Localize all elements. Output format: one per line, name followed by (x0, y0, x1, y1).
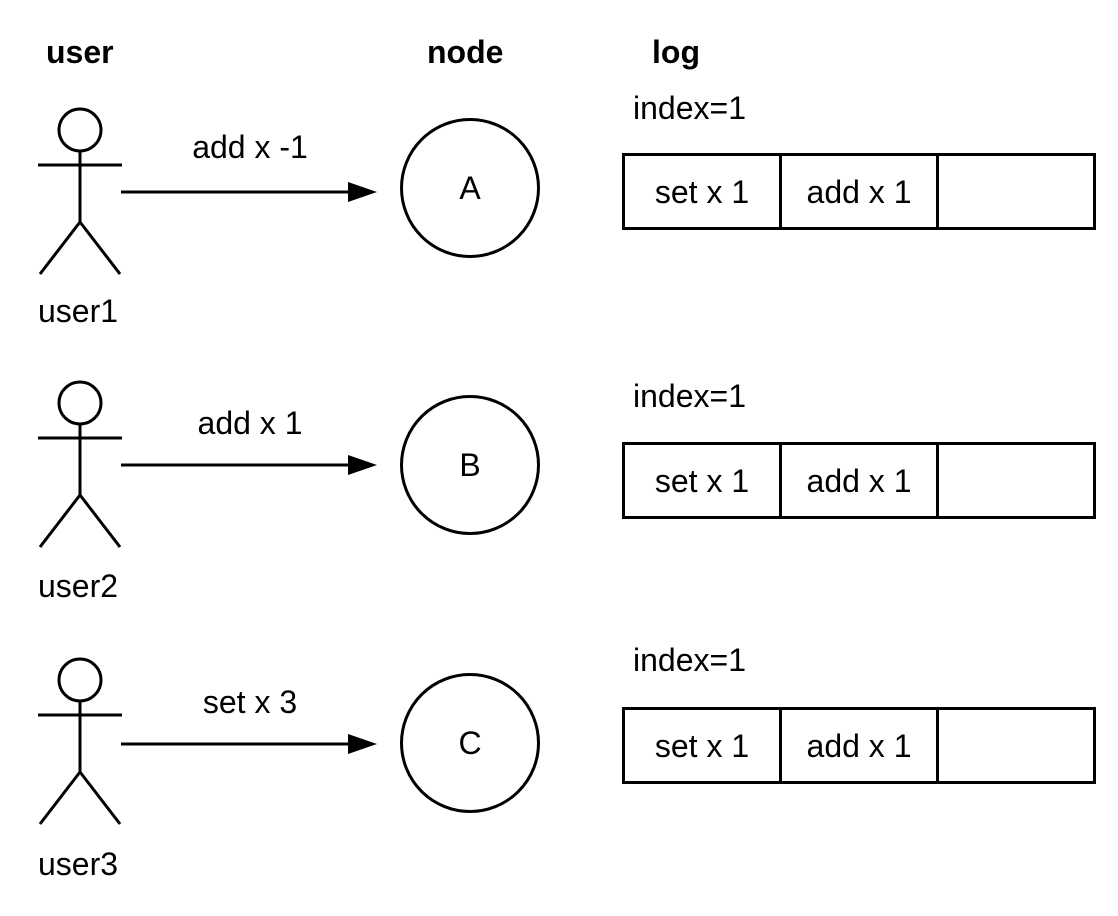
arrow-icon (121, 734, 377, 754)
log-index-label: index=1 (633, 90, 746, 126)
log-cell: add x 1 (782, 156, 939, 227)
log-cell-empty (939, 710, 1093, 781)
log-cell: set x 1 (625, 156, 782, 227)
message-label: set x 3 (202, 684, 298, 720)
user-name-label: user1 (38, 293, 119, 329)
column-header-log: log (652, 34, 700, 70)
log-cell: set x 1 (625, 445, 782, 516)
stick-figure-icon (38, 107, 122, 275)
log-cell: add x 1 (782, 445, 939, 516)
node-letter: A (459, 170, 481, 206)
log-index-label: index=1 (633, 642, 746, 678)
log-cell-empty (939, 445, 1093, 516)
column-header-node: node (427, 34, 504, 70)
log-cell: add x 1 (782, 710, 939, 781)
user-name-label: user2 (38, 568, 119, 604)
node-letter: B (459, 447, 481, 483)
arrow-icon (121, 182, 377, 202)
log-index-label: index=1 (633, 378, 746, 414)
log-table: set x 1 add x 1 (622, 153, 1096, 230)
log-cell-empty (939, 156, 1093, 227)
log-table: set x 1 add x 1 (622, 707, 1096, 784)
node-letter: C (458, 725, 482, 761)
stick-figure-icon (38, 657, 122, 825)
message-label: add x 1 (197, 405, 303, 441)
column-header-user: user (46, 34, 114, 70)
user-name-label: user3 (38, 846, 119, 882)
node-circle: C (400, 673, 540, 813)
message-label: add x -1 (192, 129, 308, 165)
log-table: set x 1 add x 1 (622, 442, 1096, 519)
node-circle: A (400, 118, 540, 258)
log-cell: set x 1 (625, 710, 782, 781)
stick-figure-icon (38, 380, 122, 548)
arrow-icon (121, 455, 377, 475)
node-circle: B (400, 395, 540, 535)
